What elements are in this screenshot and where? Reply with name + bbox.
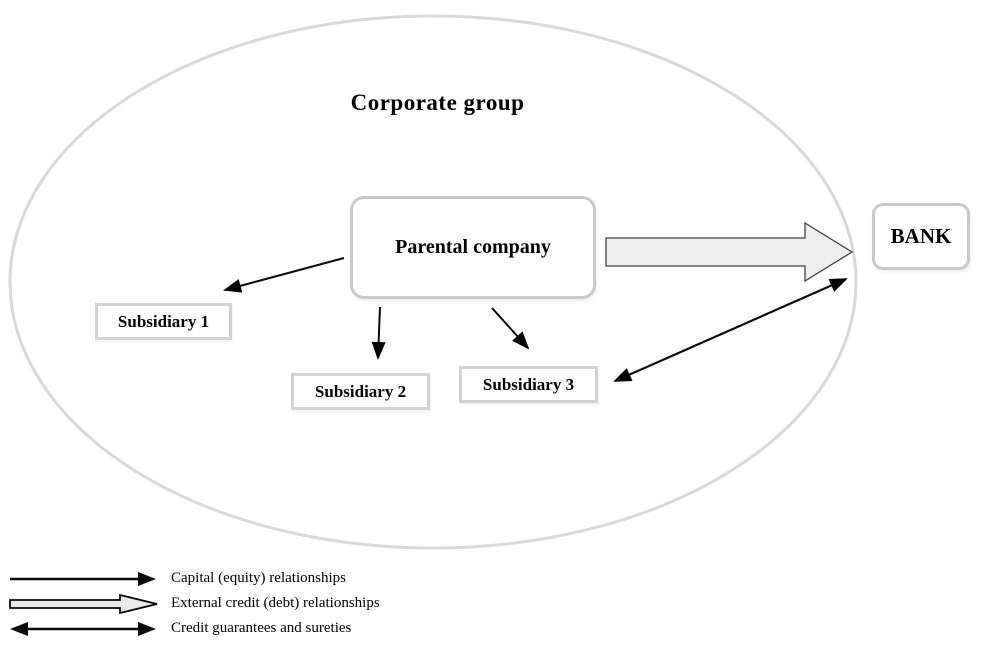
- legend-label-capital: Capital (equity) relationships: [171, 570, 346, 586]
- legend-row-guarantees: Credit guarantees and sureties: [8, 616, 488, 641]
- legend-row-capital: Capital (equity) relationships: [8, 566, 488, 591]
- node-subsidiary-2: Subsidiary 2: [291, 373, 430, 410]
- legend-row-external-credit: External credit (debt) relationships: [8, 591, 488, 616]
- node-subsidiary-1: Subsidiary 1: [95, 303, 232, 340]
- capital-arrow-parent-to-sub1: [223, 257, 345, 293]
- guarantee-double-arrow-sub3-bank: [613, 277, 848, 383]
- bank-label: BANK: [890, 224, 952, 248]
- external-credit-block-arrow: [605, 221, 854, 283]
- solid-arrow-icon: [10, 571, 156, 586]
- parental-company-label: Parental company: [395, 236, 551, 258]
- node-bank: BANK: [872, 203, 970, 270]
- node-subsidiary-3: Subsidiary 3: [459, 366, 598, 403]
- subsidiary-1-label: Subsidiary 1: [117, 311, 210, 331]
- corporate-group-boundary-ellipse: [8, 14, 858, 550]
- subsidiary-2-label: Subsidiary 2: [314, 381, 407, 401]
- capital-arrow-parent-to-sub2: [371, 306, 386, 360]
- legend: Capital (equity) relationships External …: [8, 566, 488, 641]
- subsidiary-3-label: Subsidiary 3: [482, 374, 575, 394]
- capital-arrow-parent-to-sub3: [491, 307, 530, 350]
- double-arrow-icon: [10, 621, 156, 636]
- legend-label-guarantees: Credit guarantees and sureties: [171, 620, 352, 636]
- legend-label-external-credit: External credit (debt) relationships: [171, 595, 380, 611]
- node-parental-company: Parental company: [350, 196, 596, 299]
- corporate-group-title: Corporate group: [350, 90, 525, 115]
- block-arrow-icon: [9, 593, 158, 614]
